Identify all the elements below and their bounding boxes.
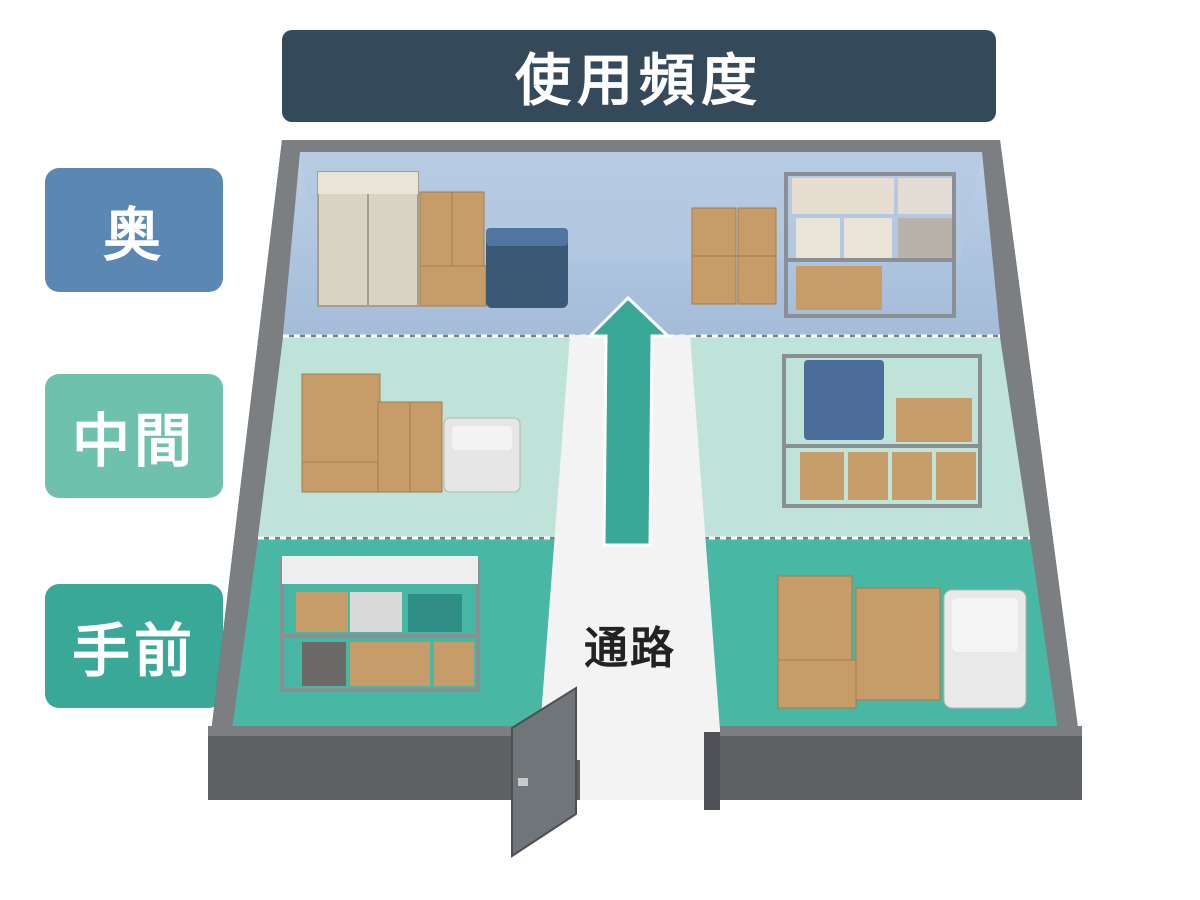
shelf-mid-right — [782, 354, 982, 508]
door — [511, 686, 720, 858]
front-wall-left-top — [208, 726, 540, 736]
zone-label-back-text: 奥 — [102, 201, 165, 269]
shelf-back-right — [784, 172, 956, 318]
white-bin-mid — [443, 417, 521, 493]
title-banner: 使用頻度 — [282, 30, 996, 122]
box-stack-back-right — [691, 207, 777, 305]
zone-label-front: 手前 — [45, 584, 223, 708]
zone-label-front-text: 手前 — [71, 617, 196, 685]
title-text: 使用頻度 — [515, 48, 763, 114]
zone-label-mid: 中間 — [45, 374, 223, 498]
blue-bin-back — [486, 228, 568, 308]
box-stack-mid-left — [301, 373, 443, 493]
shelf-front-left — [280, 556, 480, 692]
zone-label-back: 奥 — [45, 168, 223, 292]
box-stack-back-left — [419, 191, 487, 307]
front-wall-left — [208, 728, 540, 800]
cabinet — [317, 171, 419, 307]
aisle-label: 通路 — [584, 623, 676, 674]
front-wall-right — [720, 728, 1082, 800]
front-wall-right-top — [720, 726, 1082, 736]
white-bin-front — [943, 589, 1027, 709]
zone-label-mid-text: 中間 — [71, 407, 196, 475]
aisle-entry — [540, 730, 720, 800]
box-stack-front-right — [777, 575, 941, 709]
aisle-arrow — [586, 295, 672, 547]
